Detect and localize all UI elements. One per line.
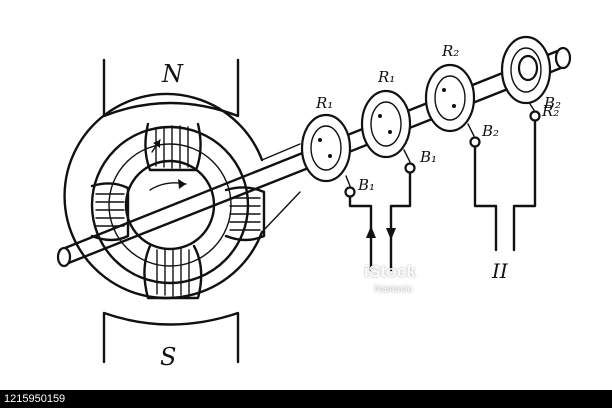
ring-label-r1-right: R₁ (377, 68, 395, 86)
ring-label-r2-right: R₂ (541, 102, 559, 120)
brush-b2-right (512, 103, 541, 252)
slip-ring-r1-a (300, 113, 352, 183)
coil-direction-arrow-icon (151, 139, 161, 153)
south-pole-label: S (160, 343, 176, 371)
brush-b2-left (467, 123, 498, 252)
current-up-arrow-icon (366, 226, 376, 238)
north-pole-label: N (161, 60, 184, 88)
ring-label-r1-left: R₁ (315, 94, 333, 112)
armature-coil-right (224, 186, 266, 242)
south-pole-piece (102, 311, 240, 364)
stock-id-bar (0, 390, 612, 408)
watermark-credit: Nastasic (374, 284, 413, 295)
ring-label-r2-left: R₂ (441, 42, 459, 60)
rotation-arrow-icon (149, 179, 187, 191)
slip-ring-r2-a (424, 63, 476, 133)
slip-ring-r1-b (360, 89, 412, 159)
brush-label-b2-right: B₂ (543, 94, 561, 112)
stock-id: 1215950159 (4, 393, 66, 405)
brush-label-b2-left: B₂ (481, 122, 499, 140)
current-down-arrow-icon (386, 228, 396, 240)
north-pole-piece (102, 58, 240, 118)
brush-label-b1-left: B₁ (357, 176, 375, 194)
brush-b1-right (389, 149, 416, 272)
istock-watermark-logo: iStock (364, 262, 417, 281)
armature-coil-left (90, 182, 130, 242)
brush-label-b1-right: B₁ (419, 148, 437, 166)
armature-coil-bottom (143, 244, 203, 300)
slip-ring-r2-b (500, 35, 552, 105)
circuit-label-ii: II (491, 259, 509, 283)
